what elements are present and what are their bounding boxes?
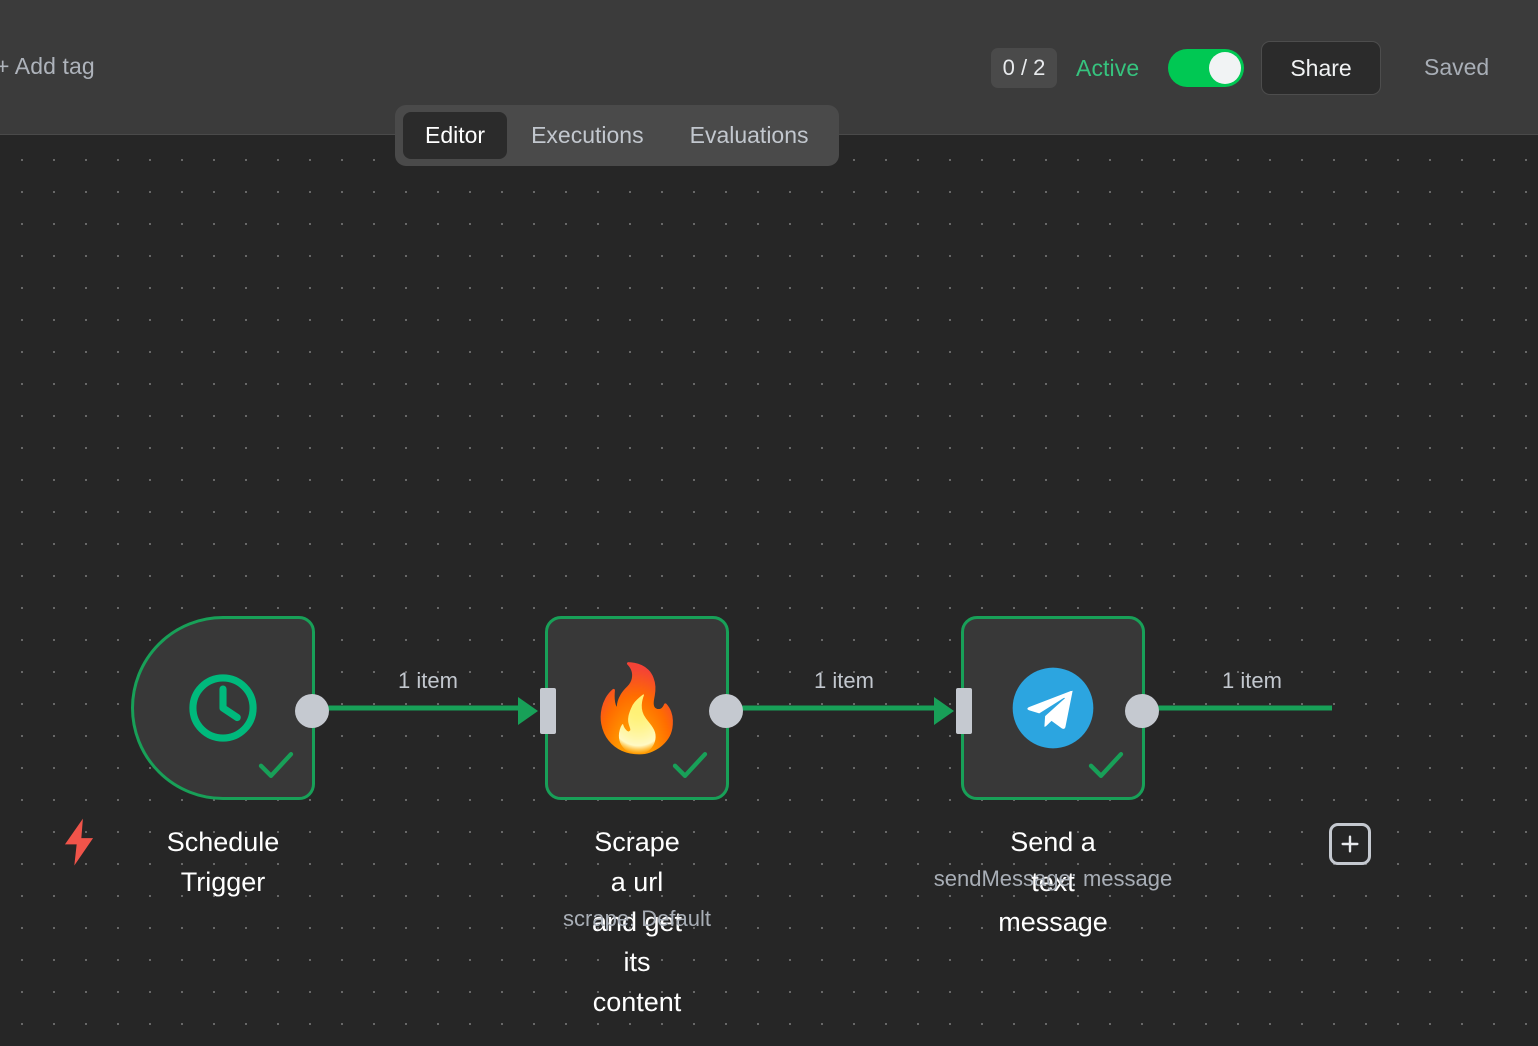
node-title: Schedule Trigger: [166, 827, 280, 897]
add-node-button[interactable]: [1329, 823, 1371, 865]
tab-editor[interactable]: Editor: [403, 112, 508, 159]
node-success-check-icon: [1088, 752, 1124, 778]
edge-label-1: 1 item: [398, 668, 458, 693]
workflow-canvas[interactable]: 1 item 1 item 1 item Schedule Trigger: [0, 135, 1538, 1046]
node-title: Scrape a url and get its content: [591, 827, 683, 1017]
input-arrow-icon: [934, 697, 954, 725]
edge-label-2: 1 item: [814, 668, 874, 693]
node-success-check-icon: [258, 752, 294, 778]
node-body[interactable]: [934, 605, 1162, 817]
share-button[interactable]: Share: [1261, 41, 1381, 95]
clock-icon: [134, 619, 312, 797]
telegram-icon: [964, 619, 1142, 797]
node-body[interactable]: 🔥: [518, 616, 743, 800]
input-port[interactable]: [540, 688, 556, 734]
workflow-active-toggle[interactable]: [1168, 49, 1244, 87]
share-button-label: Share: [1290, 54, 1352, 81]
output-port[interactable]: [295, 694, 329, 728]
node-body[interactable]: [131, 616, 329, 800]
trigger-bolt-icon: [64, 818, 94, 866]
node-title: Send a text message: [998, 827, 1108, 937]
toggle-knob: [1209, 52, 1241, 84]
executions-count-badge[interactable]: 0 / 2: [991, 48, 1057, 88]
connection-edges-layer: [318, 705, 1332, 711]
save-status-label: Saved: [1424, 54, 1490, 80]
output-port[interactable]: [709, 694, 743, 728]
add-tag-button[interactable]: + Add tag: [0, 53, 95, 79]
flame-icon: 🔥: [584, 661, 690, 755]
tab-evaluations[interactable]: Evaluations: [689, 122, 809, 148]
input-arrow-icon: [518, 697, 538, 725]
plus-icon: [1341, 835, 1359, 853]
node-telegram-send[interactable]: Send a text message sendMessage: message: [934, 605, 1172, 937]
input-port[interactable]: [956, 688, 972, 734]
edge-label-3: 1 item: [1222, 668, 1282, 693]
node-firecrawl-scrape[interactable]: 🔥 Scrape a url and get its content scrap…: [518, 616, 743, 1017]
node-success-check-icon: [672, 752, 708, 778]
tab-executions[interactable]: Executions: [531, 122, 644, 148]
active-state-label: Active: [1076, 55, 1140, 81]
node-schedule-trigger[interactable]: Schedule Trigger: [131, 616, 329, 897]
output-port[interactable]: [1125, 694, 1159, 728]
node-subtitle: sendMessage: message: [933, 866, 1173, 891]
workflow-tab-bar: Editor Executions Evaluations: [395, 105, 839, 166]
node-subtitle: scrape: Default: [563, 906, 711, 931]
